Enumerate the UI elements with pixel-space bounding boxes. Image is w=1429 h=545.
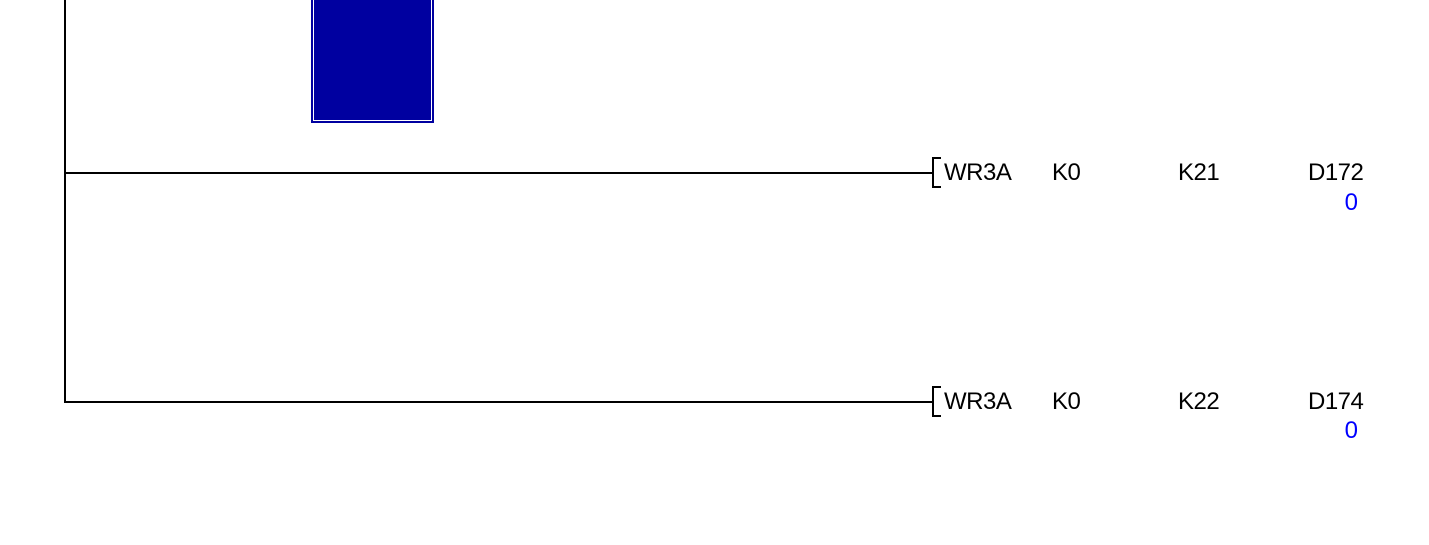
edit-cursor-cell[interactable] [311,0,434,123]
rung-2-monitor-value: 0 [1344,417,1358,444]
rung-1-instruction-open-bracket [932,157,941,188]
rung-1-operand-1[interactable]: K0 [1052,159,1081,186]
rung-2-instruction-mnemonic[interactable]: WR3A [944,388,1012,415]
rung-2-operand-3[interactable]: D174 [1308,388,1364,415]
rung-1-operand-2[interactable]: K21 [1178,159,1220,186]
rung-2-operand-1[interactable]: K0 [1052,388,1081,415]
left-power-rail [64,0,66,403]
rung-1-operand-3[interactable]: D172 [1308,159,1364,186]
rung-1-wire [64,172,934,174]
rung-1-monitor-value: 0 [1344,189,1358,216]
rung-2-instruction-open-bracket [932,386,941,417]
rung-2-wire [64,401,934,403]
rung-2-operand-2[interactable]: K22 [1178,388,1220,415]
rung-1-instruction-mnemonic[interactable]: WR3A [944,159,1012,186]
